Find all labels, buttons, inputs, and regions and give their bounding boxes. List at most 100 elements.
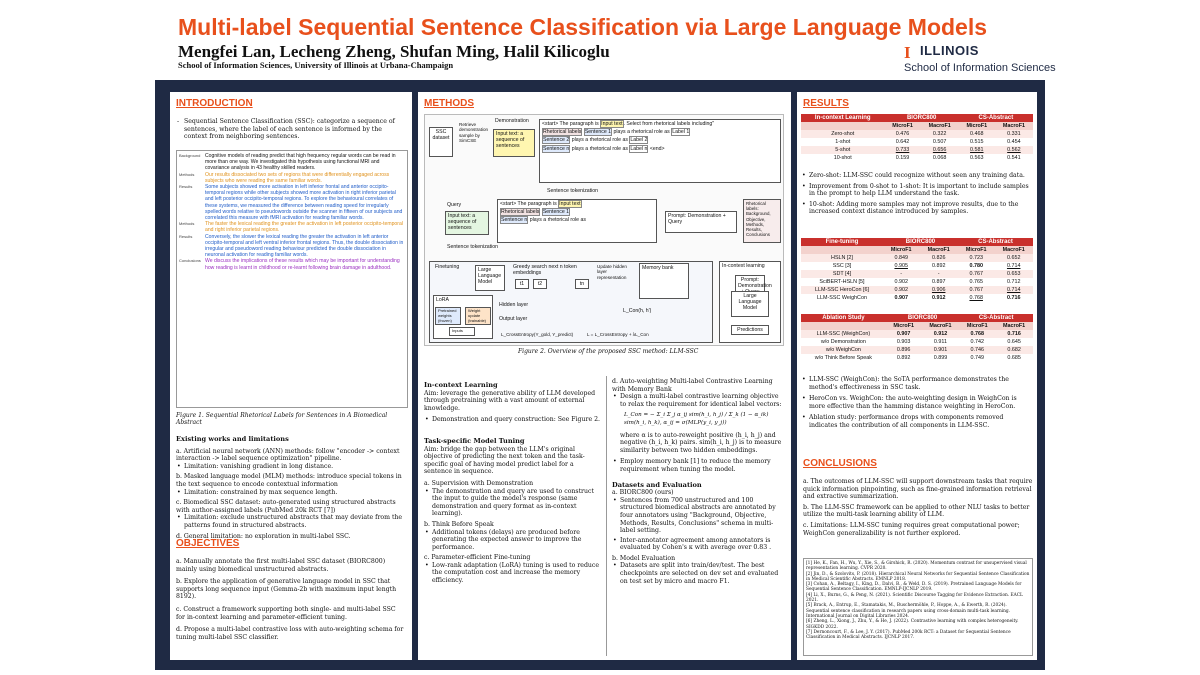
existing-limitation: Limitation: vanishing gradient in long d…: [176, 463, 406, 471]
icl-aim: Aim: leverage the generative ability of …: [424, 389, 596, 412]
inputs-box: Inputs: [449, 327, 475, 336]
table-cell: 0.645: [1007, 339, 1021, 345]
table-cell: 0.912: [921, 330, 960, 338]
sentence-chip: Sentence 1: [541, 208, 571, 217]
result-note: Ablation study: performance drops with c…: [801, 414, 1033, 429]
predictions-box: Predictions: [731, 325, 769, 336]
table-subheader: MicroF1: [885, 322, 922, 330]
loss-con-label: L_Con(h, h'): [623, 308, 652, 314]
objective-item: d. Propose a multi-label contrastive los…: [176, 626, 404, 641]
icl-bullet: Demonstration and query construction: Se…: [424, 416, 602, 424]
table-cell: LLM-SSC WeighCon: [817, 295, 867, 301]
result-note: Zero-shot: LLM-SSC could recognize witho…: [801, 172, 1033, 180]
figure2-caption: Figure 2. Overview of the proposed SSC m…: [518, 348, 699, 355]
table-cell: 0.454: [1007, 139, 1021, 145]
table-subheader: MacroF1: [919, 246, 958, 254]
table-cell: 0.322: [920, 130, 959, 138]
table-cell: -: [882, 270, 920, 278]
table-cell: 0.746: [959, 346, 996, 354]
abstract-sentence: Cognitive models of reading predict that…: [205, 153, 396, 172]
demo-input-box: Input text: a sequence of sentences: [493, 129, 535, 157]
ssc-dataset-box: SSC dataset: [429, 127, 453, 157]
contrastive-formula: L_Con = − Σ_i Σ_j α_ij sim(h_i, h_j) / Σ…: [624, 412, 769, 426]
start-text: <start> The paragraph is: [500, 201, 557, 207]
plays-text: plays a rhetorical role as: [571, 145, 628, 152]
table-cell: Zero-shot: [801, 130, 885, 138]
finetuning-label: Finetuning: [435, 264, 460, 270]
conclusion-item: c. Limitations: LLM-SSC tuning requires …: [803, 521, 1020, 537]
dataset-a: a. BIORC800 (ours): [612, 489, 674, 497]
existing-item: d. General limitation: no exploration in…: [176, 532, 351, 540]
table-cell: w/o Think Before Speak: [814, 355, 872, 361]
label-chip: Label 1: [671, 128, 691, 137]
icl-notes: Zero-shot: LLM-SSC could recognize witho…: [801, 172, 1033, 218]
memory-bank-bullet: Employ memory bank [1] to reduce the mem…: [612, 458, 786, 473]
reference-item: [4] Li, X., Burns, G., & Peng, N. (2021)…: [806, 592, 1023, 604]
objectives-list: a. Manually annotate the first multi-lab…: [176, 558, 406, 641]
table-cell: 0.768: [969, 295, 983, 301]
intro-bullet: Sequential Sentence Classification (SSC)…: [176, 118, 406, 143]
lora-label: LoRA: [436, 297, 449, 303]
sentence-chip: Sentence 2: [542, 136, 571, 145]
conclusions-heading: CONCLUSIONS: [803, 458, 877, 469]
table-subheader: MacroF1: [995, 322, 1033, 330]
table-cell: 0.912: [931, 295, 946, 301]
table-cell: HSLN [2]: [801, 254, 883, 262]
table-cell: 0.905: [894, 263, 908, 269]
token-t2: t2: [533, 279, 547, 290]
plays-text: plays a rhetorical role as: [571, 137, 628, 144]
reference-item: [1] He, K., Fan, H., Wu, Y., Xie, S., & …: [806, 561, 1027, 572]
table-cell: LLM-SSC (WeighCon): [801, 330, 886, 338]
references-box: [1] He, K., Fan, H., Wu, Y., Xie, S., & …: [803, 558, 1033, 656]
table-subheader: MicroF1: [959, 322, 996, 330]
logo-subtitle: School of Information Sciences: [904, 62, 1056, 74]
sentence-chip: Sentence n: [500, 216, 529, 225]
column-middle: METHODS SSC dataset Retrieve demonstrati…: [418, 92, 791, 660]
contrastive-sub: Design a multi-label contrastive learnin…: [612, 393, 786, 408]
conclusion-item: b. The LLM-SSC framework can be applied …: [803, 503, 1030, 519]
query-prompt-box: <start> The paragraph is Input text Rhet…: [497, 199, 657, 243]
tmt-item: c. Parameter-efficient Fine-tuning: [424, 554, 531, 562]
table-subheader: MacroF1: [994, 122, 1033, 130]
table-cell: 0.892: [896, 355, 911, 361]
sentence-chip: Sentence 1: [583, 128, 613, 137]
loss-total-label: L = L_CrossEntropy + λL_Con: [587, 332, 649, 337]
result-note: Improvement from 0-shot to 1-shot: It is…: [801, 183, 1033, 198]
result-note: 10-shot: Adding more samples may not imp…: [801, 201, 1033, 216]
table-subheader: MacroF1: [994, 246, 1033, 254]
existing-works-heading: Existing works and limitations: [176, 435, 289, 443]
objectives-heading: OBJECTIVES: [176, 538, 240, 549]
demonstration-label: Demonstration: [495, 118, 529, 124]
intro-ssc-definition: Sequential Sentence Classification (SSC)…: [176, 118, 406, 141]
table-cell: 0.892: [931, 263, 946, 269]
table-cell: w/o Demonstration: [820, 339, 866, 345]
table-cell: 0.896: [885, 346, 922, 354]
evaluation-heading: b. Model Evaluation: [612, 554, 676, 562]
methods-heading: METHODS: [424, 98, 474, 109]
contrastive-note: where α is to auto-reweight positive (h_…: [620, 431, 782, 454]
tmt-item: a. Supervision with Demonstration: [424, 479, 534, 487]
plays-text: plays a rhetorical role as: [613, 129, 670, 136]
tmt-sub: Low-rank adaptation (LoRA) tuning is use…: [424, 562, 602, 585]
update-hidden-label: Update hidden layer representation: [597, 264, 627, 280]
column-left: INTRODUCTION Sequential Sentence Classif…: [170, 92, 412, 660]
table-header: Fine-tuning: [801, 238, 883, 246]
table-subheader: MacroF1: [921, 322, 960, 330]
reference-item: [2] Jin, D., & Szolovits, P. (2018). Hie…: [806, 571, 1030, 582]
prompt-box: Prompt: Demonstration + Query: [665, 211, 737, 233]
tmt-sub: Additional tokens (delays) are produced …: [424, 529, 602, 552]
existing-item: b. Masked language model (MLM) methods: …: [176, 473, 402, 488]
table-cell: 0.902: [894, 279, 908, 285]
table-cell: 0.562: [994, 146, 1033, 154]
table-cell: 0.652: [994, 254, 1033, 262]
